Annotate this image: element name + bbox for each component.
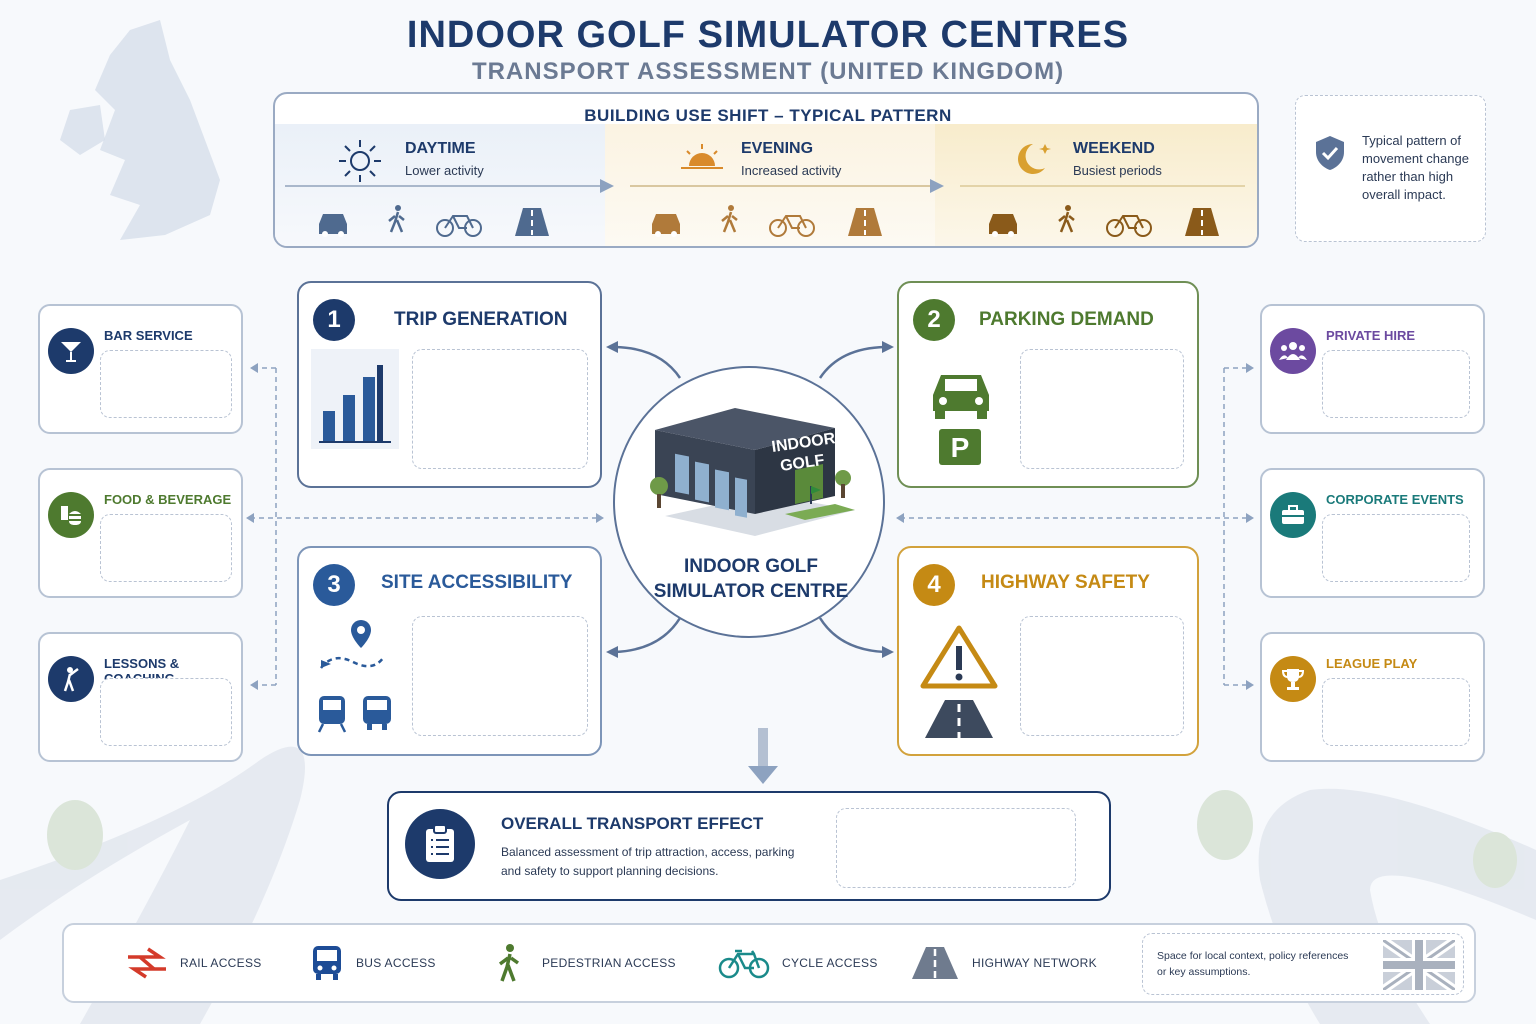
bar-service-label: BAR SERVICE: [104, 328, 193, 343]
corporate-events-label: CORPORATE EVENTS: [1326, 492, 1464, 507]
trophy-icon: [1270, 656, 1316, 702]
bar-chart-icon: [311, 349, 399, 449]
centre-circle: INDOOR GOLF INDOOR GOLF SIMULATOR CENTRE: [613, 366, 885, 638]
trip-generation-card: 1 TRIP GENERATION: [297, 281, 602, 488]
legend-bar: RAIL ACCESS BUS ACCESS PEDESTRIAN ACCESS…: [62, 923, 1476, 1003]
factor-4-number: 4: [913, 564, 955, 606]
legend-bus-label: BUS ACCESS: [356, 956, 436, 970]
legend-highway: HIGHWAY NETWORK: [910, 945, 1097, 981]
building-illustration: [650, 408, 855, 536]
factor-2-number: 2: [913, 299, 955, 341]
overall-effect-desc-line1: Balanced assessment of trip attraction, …: [501, 845, 795, 859]
phase-evening-name: EVENING: [741, 140, 814, 157]
food-beverage-label: FOOD & BEVERAGE: [104, 492, 232, 507]
site-accessibility-input-area[interactable]: [412, 616, 588, 736]
phase-daytime-desc: Lower activity: [405, 163, 484, 178]
legend-bus: BUS ACCESS: [310, 943, 436, 983]
note-text: Typical pattern of movement change rathe…: [1362, 133, 1469, 202]
car-parking-icon: P: [933, 375, 989, 465]
bicycle-icon: [718, 949, 770, 979]
phase-evening-desc: Increased activity: [741, 163, 842, 178]
corporate-events-card: CORPORATE EVENTS: [1260, 468, 1485, 598]
burger-drink-icon: [48, 492, 94, 538]
league-play-label: LEAGUE PLAY: [1326, 656, 1418, 671]
parking-demand-label: PARKING DEMAND: [979, 309, 1154, 330]
private-hire-input-area[interactable]: [1322, 350, 1470, 418]
daytime-mode-icons: [319, 205, 1219, 237]
factor-1-number: 1: [313, 299, 355, 341]
trip-generation-label: TRIP GENERATION: [394, 309, 568, 330]
building-sign: INDOOR GOLF: [770, 430, 837, 475]
overall-effect-title: OVERALL TRANSPORT EFFECT: [501, 814, 764, 833]
legend-rail-label: RAIL ACCESS: [180, 956, 262, 970]
overall-effect-desc-line2: and safety to support planning decisions…: [501, 864, 719, 878]
legend-cycle-label: CYCLE ACCESS: [782, 956, 878, 970]
site-accessibility-card: 3 SITE ACCESSIBILITY: [297, 546, 602, 756]
centre-label-line1: INDOOR GOLF: [683, 556, 819, 577]
league-play-input-area[interactable]: [1322, 678, 1470, 746]
legend-rail: RAIL ACCESS: [126, 947, 262, 979]
legend-cycle: CYCLE ACCESS: [718, 947, 878, 979]
local-context-line1: Space for local context, policy referenc…: [1157, 950, 1349, 962]
highway-safety-input-area[interactable]: [1020, 616, 1184, 736]
bus-icon: [313, 946, 341, 980]
food-beverage-input-area[interactable]: [100, 514, 232, 582]
highway-safety-card: 4 HIGHWAY SAFETY: [897, 546, 1199, 756]
phase-daytime-name: DAYTIME: [405, 140, 476, 157]
phase-weekend-name: WEEKEND: [1073, 140, 1155, 157]
lessons-coaching-input-area[interactable]: [100, 678, 232, 746]
legend-pedestrian-label: PEDESTRIAN ACCESS: [542, 956, 676, 970]
legend-pedestrian: PEDESTRIAN ACCESS: [496, 943, 676, 983]
bar-service-card: BAR SERVICE: [38, 304, 243, 434]
cocktail-icon: [48, 328, 94, 374]
lessons-coaching-card: LESSONS & COACHING: [38, 632, 243, 762]
highway-safety-label: HIGHWAY SAFETY: [981, 572, 1150, 593]
legend-highway-label: HIGHWAY NETWORK: [972, 956, 1097, 970]
overall-effect-card: OVERALL TRANSPORT EFFECT Balanced assess…: [387, 791, 1111, 901]
food-beverage-card: FOOD & BEVERAGE: [38, 468, 243, 598]
trip-generation-input-area[interactable]: [412, 349, 588, 469]
shield-check-icon: [1316, 136, 1344, 170]
private-hire-card: PRIVATE HIRE: [1260, 304, 1485, 434]
centre-label-line2: SIMULATOR CENTRE: [653, 581, 849, 602]
rail-icon: [128, 947, 166, 979]
page-title: INDOOR GOLF SIMULATOR CENTRES: [406, 14, 1130, 56]
route-transit-icon: [317, 620, 391, 733]
page-subtitle: TRANSPORT ASSESSMENT (UNITED KINGDOM): [471, 58, 1065, 85]
sun-icon: [339, 140, 381, 182]
band-title: BUILDING USE SHIFT – TYPICAL PATTERN: [584, 106, 952, 125]
union-flag-icon: [1383, 940, 1455, 990]
moon-icon: [1018, 144, 1051, 174]
building-use-shift-panel: BUILDING USE SHIFT – TYPICAL PATTERN DAY…: [273, 92, 1259, 248]
phase-arrows: [285, 179, 1245, 193]
note-box: Typical pattern of movement change rathe…: [1295, 95, 1486, 242]
clipboard-icon: [405, 809, 475, 879]
sunset-icon: [681, 144, 723, 169]
parking-demand-card: 2 PARKING DEMAND P: [897, 281, 1199, 488]
local-context-line2: or key assumptions.: [1157, 966, 1251, 978]
bar-service-input-area[interactable]: [100, 350, 232, 418]
site-accessibility-label: SITE ACCESSIBILITY: [381, 572, 573, 593]
parking-demand-input-area[interactable]: [1020, 349, 1184, 469]
briefcase-icon: [1270, 492, 1316, 538]
svg-text:P: P: [951, 432, 970, 463]
highway-icon: [912, 947, 958, 979]
warning-road-icon: [920, 625, 998, 738]
league-play-card: LEAGUE PLAY: [1260, 632, 1485, 762]
factor-3-number: 3: [313, 564, 355, 606]
pedestrian-icon: [498, 944, 520, 982]
local-context-box[interactable]: Space for local context, policy referenc…: [1142, 933, 1464, 995]
corporate-events-input-area[interactable]: [1322, 514, 1470, 582]
overall-effect-input-area[interactable]: [836, 808, 1076, 888]
phase-weekend-desc: Busiest periods: [1073, 163, 1162, 178]
golfer-icon: [48, 656, 94, 702]
group-icon: [1270, 328, 1316, 374]
private-hire-label: PRIVATE HIRE: [1326, 328, 1416, 343]
